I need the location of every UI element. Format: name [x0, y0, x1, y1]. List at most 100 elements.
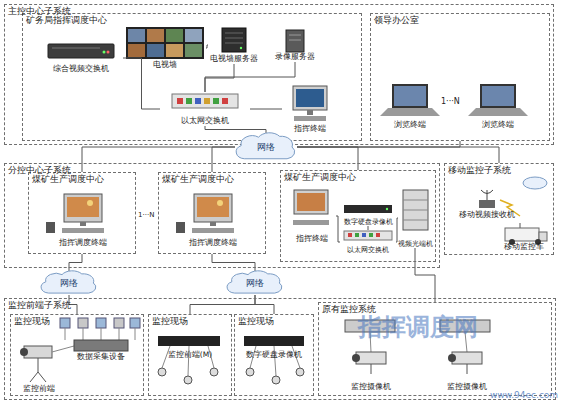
device: 指挥调度终端: [170, 190, 255, 248]
network-link: [205, 62, 295, 92]
command-terminal-icon: [293, 86, 327, 121]
device-label: 指挥终端: [294, 125, 326, 134]
laptop-icon: [468, 84, 528, 116]
laptop-icon: [380, 84, 440, 116]
device-label: 移动监控车: [504, 243, 544, 252]
group-heading: 原有监控系统: [322, 304, 376, 314]
group-box: 数字硬盘录像机 监控现场: [234, 314, 314, 396]
device: 数字硬盘录像机: [340, 204, 396, 226]
cloud-shape: [236, 133, 294, 159]
device-label: 电视墙服务器: [210, 55, 258, 64]
dispatch-terminal-icon: [46, 194, 104, 233]
tv-wall-server-icon: [222, 28, 246, 52]
group-box: 综合视频交换机 电视墙 电视墙服务器录像服务器以太网交换机指挥终端 矿务局指挥调度中心: [22, 13, 362, 141]
device-label: 以太网交换机: [181, 117, 229, 126]
device-label: 浏览终端: [482, 121, 514, 130]
group-heading: 领导办公室: [374, 15, 419, 25]
tv-wall-icon: [126, 27, 204, 59]
device-label: 电视墙: [153, 61, 177, 70]
device-label: 综合视频交换机: [53, 65, 109, 74]
device: 综合视频交换机: [38, 42, 123, 74]
network-link: [69, 254, 82, 271]
network-link: [250, 109, 282, 110]
sensor-icons: [60, 318, 140, 340]
device: 数字硬盘录像机: [238, 334, 310, 360]
cloud-label: 网络: [257, 142, 275, 152]
device: 以太网交换机: [160, 92, 250, 126]
device-label: 指挥终端: [296, 235, 328, 244]
group-heading: 移动监控子系统: [448, 165, 511, 175]
network-link: [368, 226, 369, 230]
device: 指挥调度终端: [40, 190, 125, 248]
camera-icon: [448, 352, 482, 374]
device: 指挥终端: [288, 188, 336, 244]
network-link: [82, 147, 235, 172]
group-box: 监控前端(M) 监控现场: [148, 314, 232, 396]
device: 电视墙: [124, 26, 206, 70]
device-label: 指挥调度终端: [59, 239, 107, 248]
cloud-shape: [227, 271, 282, 293]
group-heading: 监控前端子系统: [8, 300, 71, 310]
device-label: 数字硬盘录像机: [246, 351, 302, 360]
group-box: 指挥终端 数字硬盘录像机以太网交换机 视频光端机 煤矿生产调度中心: [280, 170, 436, 262]
group-heading: 监控现场: [238, 316, 274, 326]
device: 监控前端(M): [152, 334, 228, 360]
network-link: [336, 216, 340, 242]
network-link: [206, 45, 208, 48]
network-link: [212, 254, 255, 271]
group-heading: 煤矿生产调度中心: [32, 174, 104, 184]
network-link: [212, 147, 235, 172]
count-range: 1···N: [441, 98, 460, 107]
group-heading: 矿务局指挥调度中心: [26, 15, 107, 25]
network-link: [297, 141, 460, 147]
device: 移动视频接收机: [456, 188, 518, 220]
device: 移动监控车: [496, 222, 552, 252]
mobile-receiver-icon: [479, 190, 495, 208]
dvr-icon: [158, 336, 220, 384]
network-cloud: 网络: [40, 271, 98, 295]
cloud-label: 网络: [60, 278, 78, 288]
device-label: 以太网交换机: [347, 246, 389, 254]
device: 浏览终端: [380, 80, 440, 130]
group-box: 浏览终端 浏览终端 领导办公室: [370, 13, 550, 141]
device-label: 浏览终端: [394, 121, 426, 130]
group-box: 移动视频接收机移动监控车 移动监控子系统: [444, 163, 554, 255]
network-cloud: 网络: [226, 271, 284, 295]
device: 数据采集设备: [66, 338, 136, 362]
group-box: 监控前端 数据采集设备 监控现场: [10, 314, 144, 396]
device-label: 监控前端: [23, 385, 55, 394]
record-server-icon: [286, 30, 304, 52]
network-link: [396, 218, 398, 242]
group-box: 指挥调度终端 煤矿生产调度中心指挥调度终端 煤矿生产调度中心指挥终端 数字硬盘录像机以…: [4, 163, 440, 268]
cloud-shape: [41, 271, 96, 293]
device-label: 视频光端机: [398, 240, 433, 248]
group-heading: 监控现场: [152, 316, 188, 326]
ethernet-switch-icon: [172, 94, 238, 108]
camera-icon: [352, 352, 386, 374]
group-heading: 监控现场: [14, 316, 50, 326]
wireless-signal: [500, 177, 547, 216]
device: 监控摄像机: [430, 344, 504, 392]
cloud-label: 网络: [246, 278, 264, 288]
network-link: [205, 126, 266, 133]
watermark-url: www.94ec.com: [490, 391, 558, 401]
device: 电视墙服务器: [208, 26, 260, 64]
dvr-icon: [344, 205, 392, 213]
device: 指挥终端: [282, 84, 338, 134]
device: 监控摄像机: [334, 344, 408, 392]
group-heading: 主控中心子系统: [8, 6, 71, 16]
group-heading: 分控中心子系统: [8, 165, 71, 175]
network-cloud: 网络: [235, 133, 297, 161]
monitoring-van-icon: [505, 223, 547, 245]
device-label: 数据采集设备: [77, 353, 125, 362]
count-range: 1···N: [138, 212, 154, 220]
network-link: [205, 64, 234, 92]
network-link: [297, 147, 499, 163]
group-box: 综合视频交换机 电视墙 电视墙服务器录像服务器以太网交换机指挥终端 矿务局指挥调度中心…: [4, 4, 554, 145]
group-heading: 煤矿生产调度中心: [162, 174, 234, 184]
device: 录像服务器: [264, 28, 326, 62]
command-terminal-icon: [293, 190, 329, 225]
camera-icon: [20, 346, 74, 382]
group-heading: 煤矿生产调度中心: [284, 172, 356, 182]
